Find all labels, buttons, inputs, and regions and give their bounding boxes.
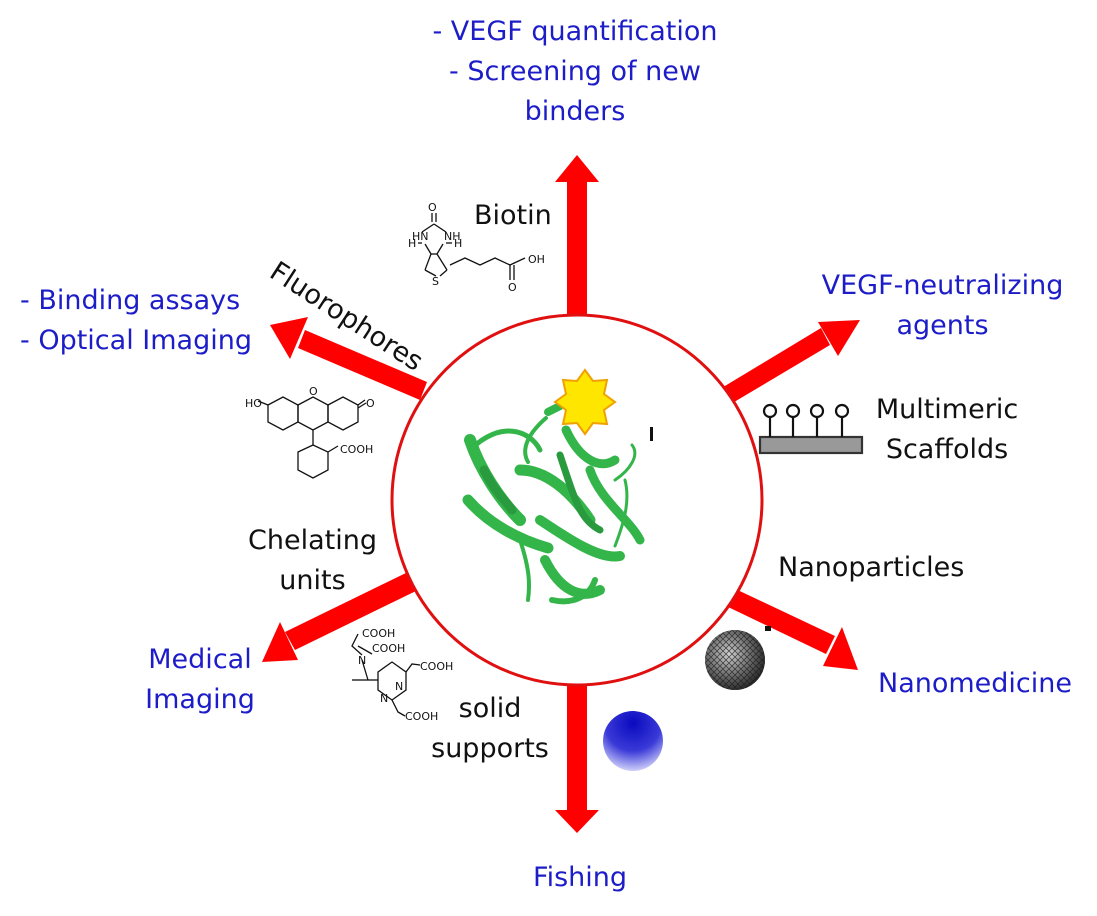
biotin-atom-h: H	[454, 237, 462, 250]
solid-supports-line2: supports	[431, 733, 549, 764]
arrow-up	[555, 155, 599, 330]
nanoparticles-label: Nanoparticles	[778, 552, 965, 583]
chelator-atom-n: N	[395, 680, 403, 693]
top-outcome-line2: - Screening of new	[449, 56, 701, 87]
biotin-atom-hn: HN	[412, 230, 429, 243]
protein-structure-image	[462, 402, 645, 605]
biotin-atom-labels: O HN NH H H S OH O	[408, 201, 545, 294]
chelating-label: Chelating units	[230, 521, 395, 601]
top-outcome-label: - VEGF quantification - Screening of new…	[405, 12, 745, 132]
biotin-atom-o2: O	[508, 281, 517, 294]
fluorophore-atom-ho: HO	[245, 397, 262, 410]
biotin-atom-oh: OH	[528, 253, 545, 266]
bottom-outcome-line1: Fishing	[533, 862, 627, 893]
top-outcome-line3: binders	[524, 96, 626, 127]
lower-left-outcome-label: Medical Imaging	[135, 640, 265, 720]
bottom-outcome-label: Fishing	[500, 858, 660, 898]
fluorophore-atom-cooh: COOH	[340, 443, 373, 456]
biotin-structure-image	[418, 213, 526, 280]
multimeric-line2: Scaffolds	[885, 434, 1009, 465]
chelator-atom-cooh: COOH	[405, 710, 438, 723]
solid-support-bead-icon	[603, 711, 663, 771]
chelator-atom-cooh: COOH	[362, 627, 395, 640]
tick-mark	[650, 427, 653, 441]
chelator-atom-cooh: COOH	[372, 642, 405, 655]
arrow-lower-left	[262, 572, 418, 662]
solid-supports-line1: solid	[458, 693, 522, 724]
lower-right-outcome-label: Nanomedicine	[878, 664, 1072, 704]
fluorophore-atom-o2: O	[366, 397, 375, 410]
lower-right-outcome-line1: Nanomedicine	[878, 668, 1072, 699]
multimeric-scaffold-icon	[758, 403, 864, 455]
upper-left-outcome-line2: - Optical Imaging	[20, 325, 252, 356]
fluorophore-atom-labels: HO O O COOH	[245, 385, 375, 456]
star-icon	[553, 368, 617, 436]
upper-left-outcome-label: - Binding assays - Optical Imaging	[20, 281, 252, 361]
upper-right-outcome-line1: VEGF-neutralizing	[821, 270, 1064, 301]
chelator-structure-image	[351, 633, 421, 717]
nanoparticle-icon	[705, 626, 771, 690]
arrow-upper-right	[705, 320, 860, 414]
fluorophore-atom-o1: O	[309, 385, 318, 398]
multimeric-line1: Multimeric	[875, 394, 1019, 425]
solid-supports-label: solid supports	[420, 689, 560, 769]
arrow-upper-left	[270, 317, 427, 400]
multimeric-label: Multimeric Scaffolds	[862, 390, 1032, 470]
chelator-atom-cooh: COOH	[420, 660, 453, 673]
biotin-atom-h: H	[408, 237, 416, 250]
upper-right-outcome-line2: agents	[896, 310, 989, 341]
chelating-line2: units	[279, 565, 346, 596]
fluorophore-structure-image	[257, 396, 367, 479]
upper-right-outcome-label: VEGF-neutralizing agents	[800, 266, 1085, 346]
arrow-down	[555, 665, 599, 833]
chelator-atom-n: N	[380, 692, 388, 705]
upper-left-outcome-line1: - Binding assays	[20, 285, 241, 316]
biotin-atom-o: O	[428, 201, 437, 214]
top-outcome-line1: - VEGF quantification	[432, 16, 718, 47]
biotin-atom-nh: NH	[444, 230, 461, 243]
lower-left-outcome-line2: Imaging	[145, 684, 255, 715]
biotin-atom-s: S	[432, 275, 439, 288]
biotin-label: Biotin	[474, 200, 552, 231]
lower-left-outcome-line1: Medical	[148, 644, 252, 675]
chelator-atom-labels: COOH COOH N COOH N N COOH	[358, 627, 453, 723]
chelator-atom-n: N	[358, 654, 366, 667]
chelating-line1: Chelating	[248, 525, 377, 556]
